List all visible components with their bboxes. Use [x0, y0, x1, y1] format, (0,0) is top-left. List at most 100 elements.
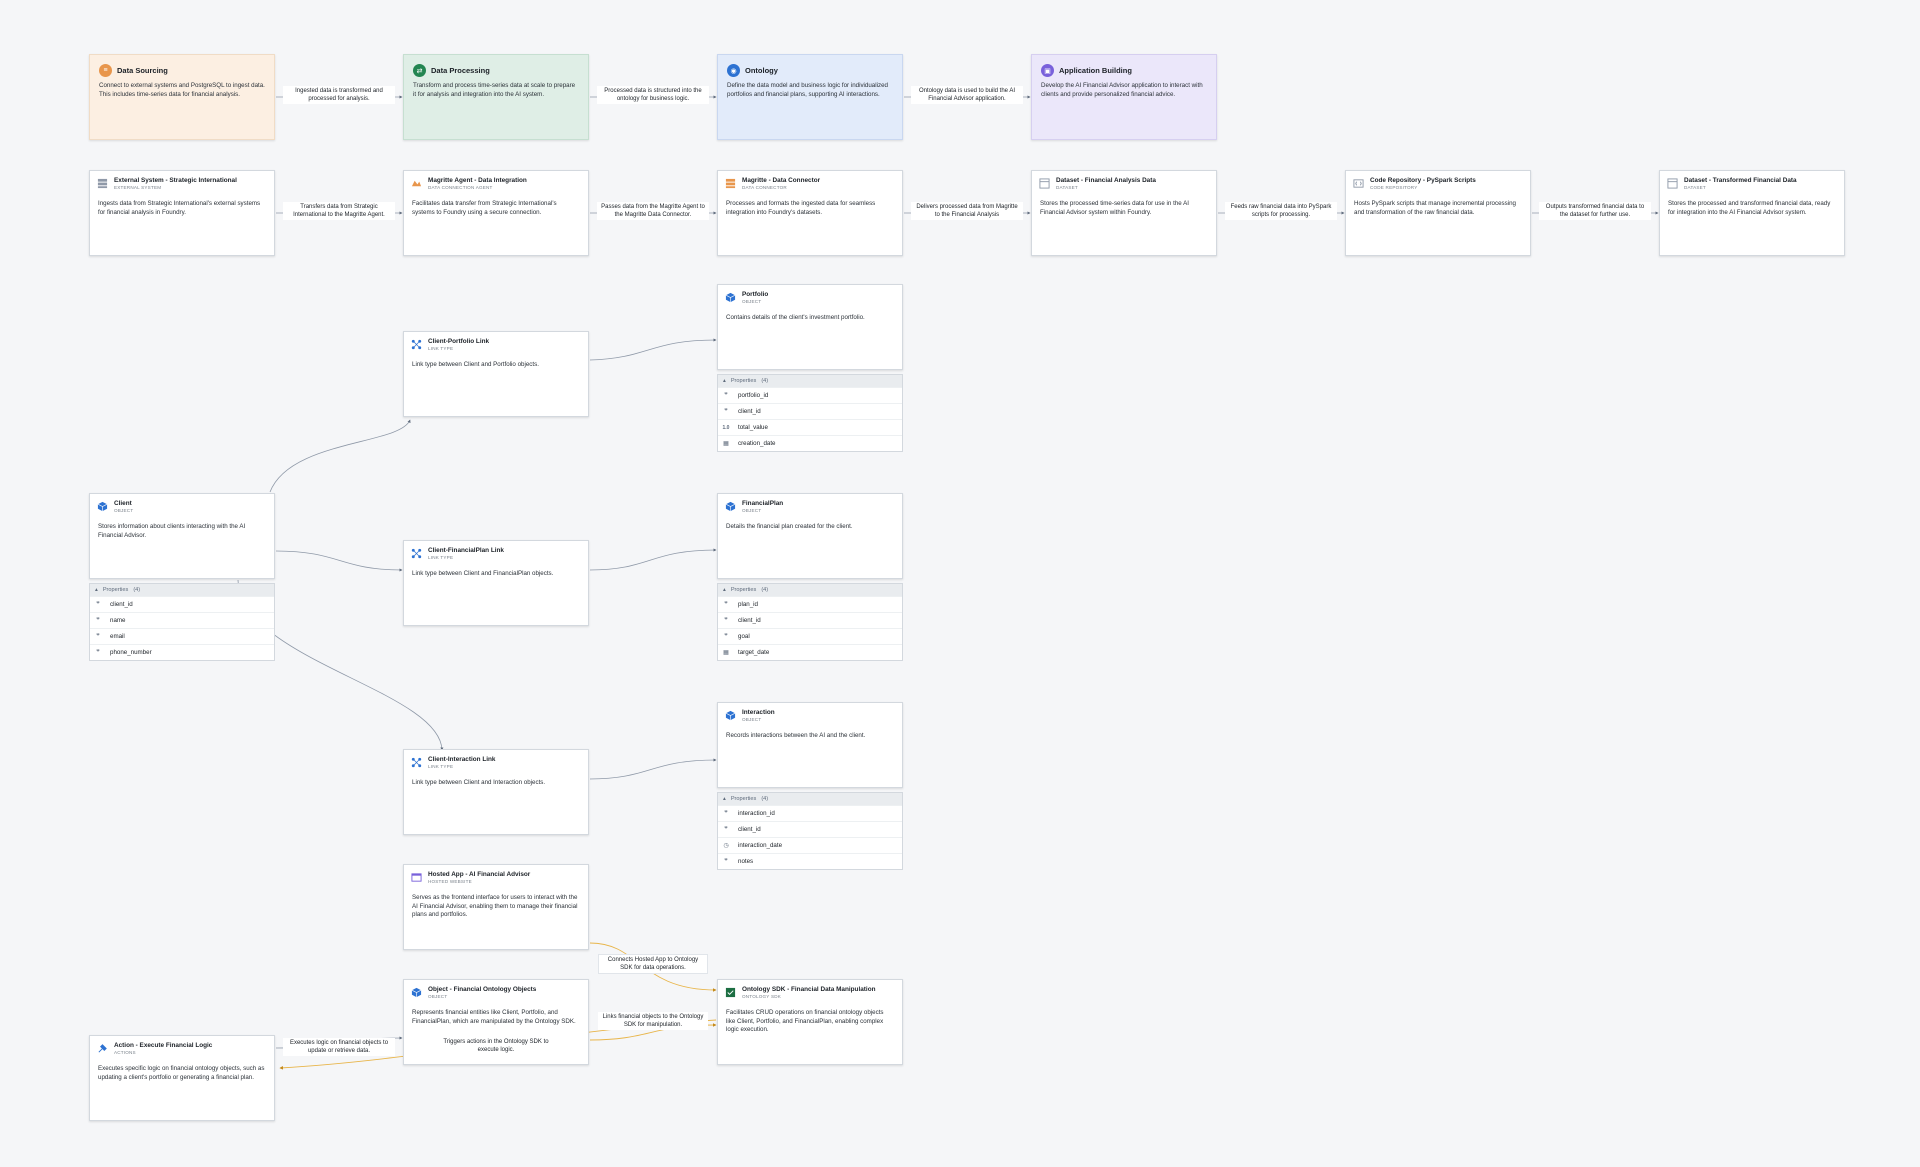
property-name: client_id	[110, 601, 133, 608]
properties-header[interactable]: ▴Properties(4)	[718, 584, 902, 596]
property-row[interactable]: ❞client_id	[90, 596, 274, 612]
node-subtitle: LINK TYPE	[428, 764, 454, 769]
property-name: plan_id	[738, 601, 758, 608]
properties-header[interactable]: ▴Properties(4)	[718, 375, 902, 387]
dataset-icon	[1667, 178, 1678, 189]
property-name: notes	[738, 858, 754, 865]
edge-label-pipe-5: Outputs transformed financial data to th…	[1539, 202, 1651, 220]
node-desc: Hosts PySpark scripts that manage increm…	[1354, 200, 1516, 216]
node-desc: Facilitates data transfer from Strategic…	[412, 200, 557, 216]
cube-icon	[97, 501, 108, 512]
node-title: FinancialPlan	[742, 500, 784, 507]
stage-ontology[interactable]: ◉ Ontology Define the data model and bus…	[717, 54, 903, 140]
node-desc: Link type between Client and FinancialPl…	[412, 570, 554, 577]
node-subtitle: LINK TYPE	[428, 555, 454, 560]
property-name: creation_date	[738, 440, 776, 447]
string-type-icon: ❞	[96, 634, 100, 640]
property-name: client_id	[738, 617, 761, 624]
node-ontology-sdk[interactable]: Ontology SDK - Financial Data Manipulati…	[717, 979, 903, 1065]
numeric-type-icon: 1.0	[722, 424, 730, 431]
node-desc: Records interactions between the AI and …	[726, 732, 866, 739]
node-subtitle: OBJECT	[428, 994, 448, 999]
property-row[interactable]: ❞email	[90, 628, 274, 644]
node-subtitle: EXTERNAL SYSTEM	[114, 185, 162, 190]
node-subtitle: DATASET	[1056, 185, 1078, 190]
stage-data-sourcing[interactable]: ≡ Data Sourcing Connect to external syst…	[89, 54, 275, 140]
transform-icon: ⇄	[413, 64, 426, 77]
string-type-icon: ❞	[724, 409, 728, 415]
property-row[interactable]: ❞client_id	[718, 403, 902, 419]
properties-count: (4)	[761, 378, 769, 384]
agent-icon	[411, 180, 422, 187]
property-name: interaction_id	[738, 810, 775, 817]
node-subtitle: ACTIONS	[114, 1050, 136, 1055]
property-row[interactable]: ❞notes	[718, 853, 902, 869]
edge-client-plan-link	[275, 550, 403, 572]
node-external-system[interactable]: External System - Strategic Internationa…	[89, 170, 275, 256]
cube-icon	[725, 292, 736, 303]
node-title: Action - Execute Financial Logic	[114, 1042, 213, 1049]
property-row[interactable]: ❞interaction_id	[718, 805, 902, 821]
stage-data-processing[interactable]: ⇄ Data Processing Transform and process …	[403, 54, 589, 140]
string-type-icon: ❞	[724, 634, 728, 640]
property-row[interactable]: ❞ plan_id	[718, 596, 902, 612]
properties-label: Properties	[730, 378, 757, 384]
calendar-icon: ▦	[723, 441, 729, 447]
node-title: Portfolio	[742, 291, 769, 298]
property-row[interactable]: ❞portfolio_id	[718, 387, 902, 403]
node-title: Ontology SDK - Financial Data Manipulati…	[742, 986, 876, 993]
caret-up-icon: ▴	[95, 587, 98, 593]
node-desc: Link type between Client and Portfolio o…	[412, 361, 539, 368]
property-row[interactable]: ▦ creation_date	[718, 435, 902, 451]
property-row[interactable]: ❞client_id	[718, 821, 902, 837]
properties-header[interactable]: ▴Properties(4)	[90, 584, 274, 596]
edge-label-pipe-3: Delivers processed data from Magritte to…	[911, 202, 1023, 220]
node-subtitle: LINK TYPE	[428, 346, 454, 351]
property-row[interactable]: ❞name	[90, 612, 274, 628]
string-type-icon: ❞	[724, 602, 728, 608]
node-title: Magritte Agent - Data Integration	[428, 177, 527, 184]
node-desc: Contains details of the client's investm…	[726, 314, 865, 321]
calendar-icon: ▦	[723, 650, 729, 656]
properties-header[interactable]: ▴Properties(4)	[718, 793, 902, 805]
string-type-icon: ❞	[724, 618, 728, 624]
sdk-icon	[725, 987, 736, 998]
node-title: Code Repository - PySpark Scripts	[1370, 177, 1476, 184]
edge-label-sdk-action: Triggers actions in the Ontology SDK to …	[440, 1037, 552, 1055]
application-icon: ▣	[1041, 64, 1054, 77]
node-subtitle: OBJECT	[114, 508, 134, 513]
stage-application-building[interactable]: ▣ Application Building Develop the AI Fi…	[1031, 54, 1217, 140]
caret-up-icon: ▴	[723, 796, 726, 802]
node-desc: Stores the processed time-series data fo…	[1040, 200, 1189, 216]
cube-icon	[411, 987, 422, 998]
node-title: Dataset - Financial Analysis Data	[1056, 177, 1156, 184]
node-subtitle: DATASET	[1684, 185, 1706, 190]
property-row[interactable]: ❞ client_id	[718, 612, 902, 628]
node-title: Client-Interaction Link	[428, 756, 496, 763]
edge-label-hosted-sdk: Connects Hosted App to Ontology SDK for …	[598, 954, 708, 974]
property-row[interactable]: ❞phone_number	[90, 644, 274, 660]
property-row[interactable]: ◷interaction_date	[718, 837, 902, 853]
node-title: Hosted App - AI Financial Advisor	[428, 871, 531, 878]
node-desc: Executes specific logic on financial ont…	[98, 1065, 265, 1081]
properties-label: Properties	[730, 587, 757, 593]
property-row[interactable]: ❞goal	[718, 628, 902, 644]
property-row[interactable]: ▦target_date	[718, 644, 902, 660]
node-desc: Stores the processed and transformed fin…	[1668, 200, 1831, 216]
external-system-icon	[97, 178, 108, 189]
